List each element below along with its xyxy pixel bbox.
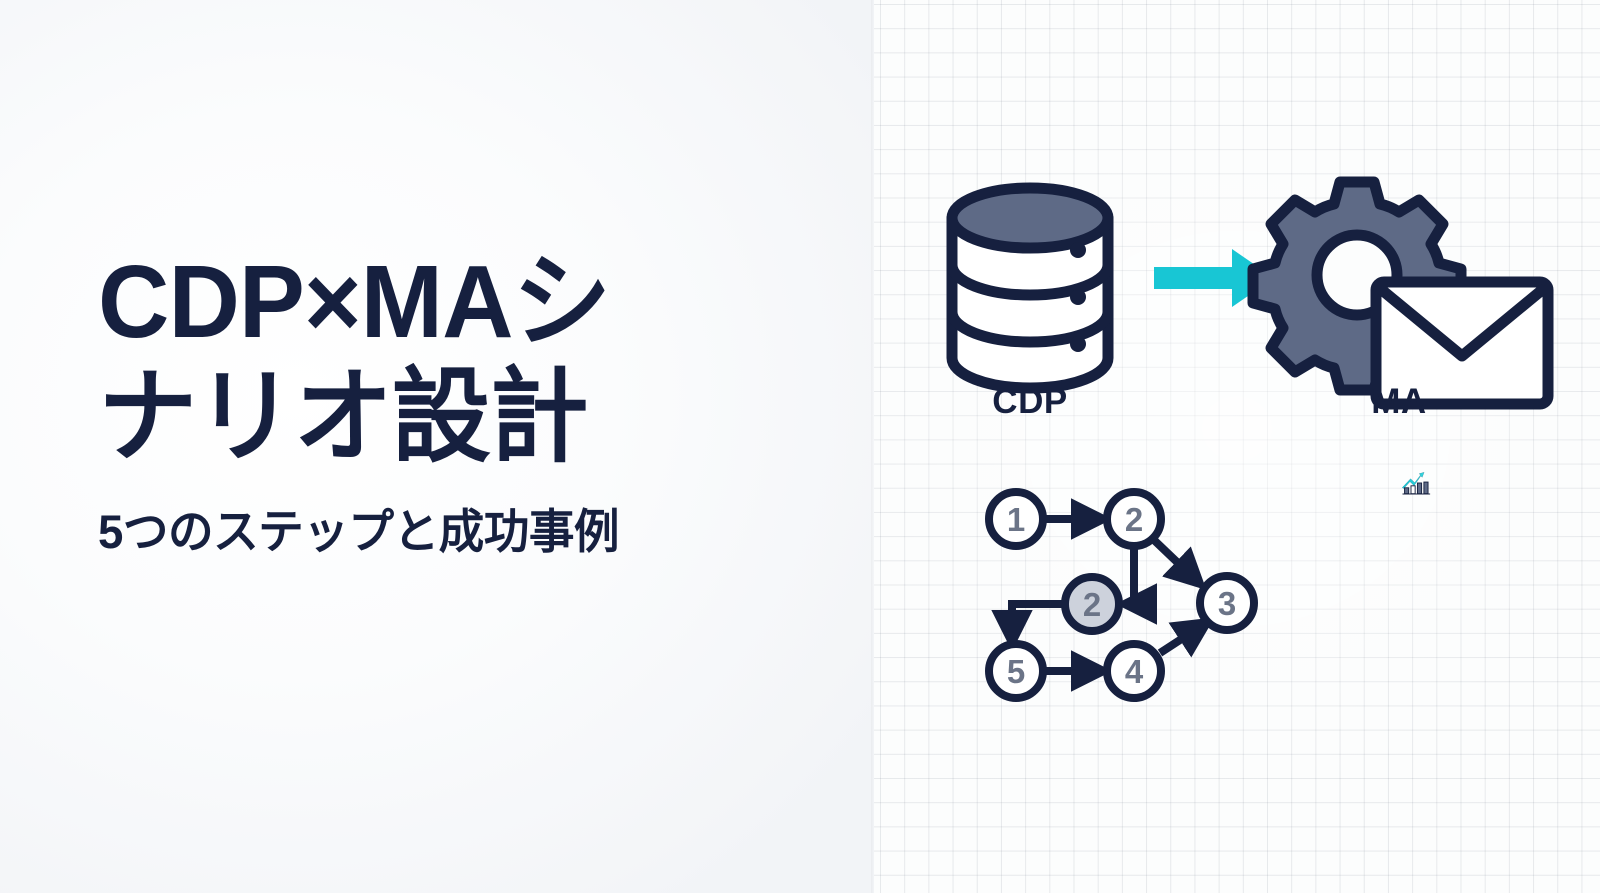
page-subtitle: 5つのステップと成功事例: [98, 505, 620, 559]
grid-background: [874, 0, 1600, 893]
flow-node-3: 3: [1196, 572, 1258, 634]
left-title-panel: CDP×MAシ ナリオ設計 5つのステップと成功事例: [0, 0, 874, 893]
cdp-icon-group: [880, 170, 1180, 440]
trend-up-arrow-icon: [1402, 472, 1425, 489]
flow-node-2-active: 2: [1061, 573, 1123, 635]
page-title-line-1: CDP×MAシ: [98, 244, 611, 359]
bar-chart-growth-icon: [1402, 472, 1431, 495]
ma-label: MA: [1371, 382, 1427, 421]
flow-node-2: 2: [1103, 488, 1165, 550]
bar-1: [1404, 487, 1410, 495]
flow-node-4: 4: [1103, 640, 1165, 702]
flow-node-5: 5: [985, 640, 1047, 702]
growth-chart-group: [1254, 470, 1584, 720]
svg-text:2: 2: [1083, 586, 1101, 623]
svg-text:1: 1: [1007, 501, 1025, 538]
cdp-to-ma-arrow: [1152, 245, 1282, 315]
flow-node-1: 1: [985, 488, 1047, 550]
scenario-flow-icon: 1 2 2 3 5: [985, 488, 1258, 702]
cdp-label: CDP: [992, 382, 1068, 421]
svg-text:2: 2: [1125, 501, 1143, 538]
svg-text:4: 4: [1125, 653, 1144, 690]
envelope-icon: [1370, 276, 1554, 410]
bar-3: [1416, 482, 1423, 495]
bar-2: [1410, 485, 1416, 495]
right-illustration-panel: CDP MA: [874, 0, 1600, 893]
ma-icon-group: [1234, 170, 1564, 440]
database-cylinder-icon: [946, 182, 1114, 394]
page-title-line-2: ナリオ設計: [98, 359, 589, 475]
bar-4: [1423, 481, 1429, 495]
arrow-right-icon: [1154, 249, 1274, 307]
database-status-dots: [1070, 242, 1086, 352]
gear-icon: [1247, 176, 1554, 410]
svg-text:3: 3: [1218, 585, 1236, 622]
title-block: CDP×MAシ ナリオ設計 5つのステップと成功事例: [98, 248, 798, 561]
scenario-flow-group: 1 2 2 3 5: [974, 475, 1274, 705]
svg-text:5: 5: [1007, 653, 1025, 690]
bars: [1404, 481, 1429, 495]
